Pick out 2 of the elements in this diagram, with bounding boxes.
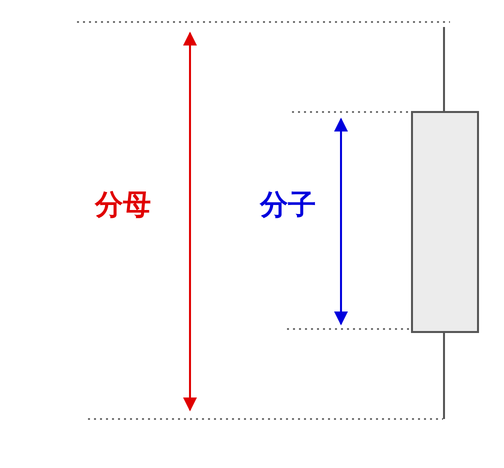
dimension-label: 分子 bbox=[260, 188, 316, 222]
dimension-label: 分母 bbox=[95, 188, 151, 222]
